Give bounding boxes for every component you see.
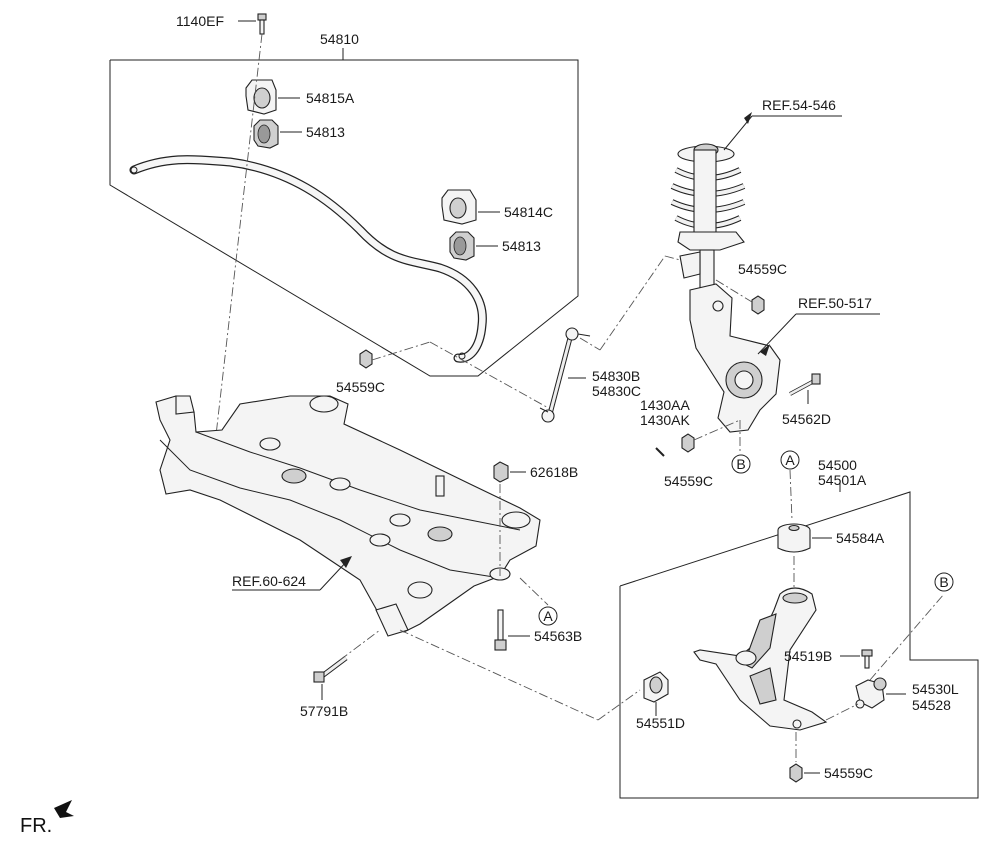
label-1430ak: 1430AK: [640, 412, 690, 428]
label-54830b: 54830B: [592, 368, 640, 384]
circle-a-lower-text: A: [543, 608, 553, 624]
label-54500: 54500: [818, 457, 857, 473]
nut-62618b[interactable]: [493, 461, 509, 483]
bolt-54562d[interactable]: [789, 373, 821, 396]
ball-joint-54530l[interactable]: [855, 677, 887, 709]
circle-b-upper-text: B: [736, 456, 745, 472]
bolt-54563b[interactable]: [494, 609, 507, 651]
bolt-54519b[interactable]: [861, 649, 873, 669]
label-1140ef: 1140EF: [176, 13, 224, 29]
bushing-54551d[interactable]: [643, 671, 669, 703]
label-54814c: 54814C: [504, 204, 553, 220]
label-54559c-strut: 54559C: [738, 261, 787, 277]
circle-a-upper-text: A: [785, 452, 795, 468]
label-54584a: 54584A: [836, 530, 885, 546]
label-54530l: 54530L: [912, 681, 959, 697]
stabilizer-bar-group-frame: [109, 48, 579, 377]
bushing-bracket-54814c[interactable]: [441, 189, 477, 225]
lower-control-arm[interactable]: [693, 587, 828, 731]
label-54551d: 54551D: [636, 715, 685, 731]
bushing-54584a[interactable]: [777, 523, 811, 553]
label-54813-upper: 54813: [306, 124, 345, 140]
label-54810: 54810: [320, 31, 359, 47]
front-direction-arrow-icon: [54, 800, 74, 818]
stabilizer-bar[interactable]: [129, 155, 487, 363]
steering-knuckle[interactable]: [689, 283, 781, 433]
circle-ref-b-upper: [731, 454, 751, 474]
circle-ref-b-lower: [934, 572, 954, 592]
label-57791b: 57791B: [300, 703, 348, 719]
nut-54559c-knuckle[interactable]: [681, 433, 695, 453]
bushing-bracket-54815a[interactable]: [245, 79, 277, 115]
bolt-1140ef[interactable]: [257, 13, 267, 35]
label-ref-50-517: REF.50-517: [798, 295, 872, 311]
label-ref-54-546: REF.54-546: [762, 97, 836, 113]
label-54562d: 54562D: [782, 411, 831, 427]
label-54563b: 54563B: [534, 628, 582, 644]
nut-54559c-lower-arm[interactable]: [789, 763, 803, 783]
label-54559c-stabilizer: 54559C: [336, 379, 385, 395]
label-54830c: 54830C: [592, 383, 641, 399]
label-62618b: 62618B: [530, 464, 578, 480]
stabilizer-link[interactable]: [539, 327, 591, 423]
nut-54559c-stabilizer[interactable]: [359, 349, 373, 369]
circle-ref-a-lower: [538, 606, 558, 626]
label-1430aa: 1430AA: [640, 397, 690, 413]
bushing-54813-upper[interactable]: [253, 119, 279, 149]
label-ref-60-624: REF.60-624: [232, 573, 306, 589]
circle-ref-a-upper: [780, 450, 800, 470]
circle-b-lower-text: B: [939, 574, 948, 590]
strut-assembly[interactable]: [670, 143, 746, 291]
label-54559c-lower-arm: 54559C: [824, 765, 873, 781]
front-subframe[interactable]: [155, 395, 541, 637]
label-54501a: 54501A: [818, 472, 867, 488]
label-54815a: 54815A: [306, 90, 355, 106]
bolt-57791b[interactable]: [313, 656, 348, 683]
bushing-54813-lower[interactable]: [449, 231, 475, 261]
front-direction-label: FR.: [20, 815, 52, 837]
label-54528: 54528: [912, 697, 951, 713]
lower-arm-group-frame: [619, 480, 979, 799]
label-54519b: 54519B: [784, 648, 832, 664]
bolt-1430aa[interactable]: [655, 447, 665, 457]
label-54559c-knuckle: 54559C: [664, 473, 713, 489]
label-54813-lower: 54813: [502, 238, 541, 254]
nut-54559c-strut[interactable]: [751, 295, 765, 315]
